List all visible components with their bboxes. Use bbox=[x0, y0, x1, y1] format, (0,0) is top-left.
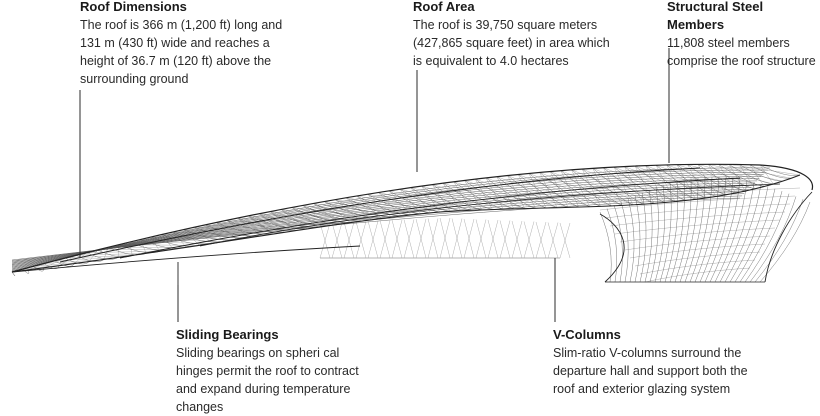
roof-band bbox=[60, 168, 700, 262]
callout-title: V-Columns bbox=[553, 326, 768, 344]
callout-text: Sliding bearings on spheri cal hinges pe… bbox=[176, 344, 391, 416]
callout-v-columns: V-Columns Slim-ratio V-columns surround … bbox=[553, 326, 768, 398]
lattice-line bbox=[750, 196, 796, 282]
roof-band bbox=[120, 178, 740, 258]
callout-text: Slim-ratio V-columns surround the depart… bbox=[553, 344, 768, 398]
roof-lattice bbox=[12, 164, 810, 282]
callout-text: The roof is 366 m (1,200 ft) long and 13… bbox=[80, 16, 295, 88]
lattice-line bbox=[12, 272, 15, 276]
lattice-line bbox=[610, 212, 785, 226]
roof-edge-left bbox=[12, 246, 360, 272]
lattice-line bbox=[745, 194, 789, 282]
lattice-line bbox=[730, 186, 768, 282]
callout-title: Roof Area bbox=[413, 0, 628, 16]
callout-text: The roof is 39,750 square meters (427,86… bbox=[413, 16, 628, 70]
lattice-line bbox=[12, 194, 744, 262]
callout-title: Sliding Bearings bbox=[176, 326, 391, 344]
lattice-line bbox=[720, 182, 754, 282]
lattice-line bbox=[497, 177, 579, 208]
callout-title: Structural Steel Members bbox=[667, 0, 817, 34]
cone-edge-right bbox=[765, 192, 812, 282]
roof-lattice-light bbox=[12, 164, 800, 282]
lattice-line bbox=[635, 195, 640, 282]
callout-structural-steel: Structural Steel Members 11,808 steel me… bbox=[667, 0, 817, 70]
roof-eave bbox=[12, 175, 800, 272]
lattice-line bbox=[518, 174, 601, 206]
lattice-line bbox=[12, 174, 764, 269]
callout-title: Roof Dimensions bbox=[80, 0, 295, 16]
callout-roof-dimensions: Roof Dimensions The roof is 366 m (1,200… bbox=[80, 0, 295, 88]
callout-text: 11,808 steel members comprise the roof s… bbox=[667, 34, 817, 70]
lattice-line bbox=[635, 252, 760, 266]
callout-sliding-bearings: Sliding Bearings Sliding bearings on sph… bbox=[176, 326, 391, 416]
callout-roof-area: Roof Area The roof is 39,750 square mete… bbox=[413, 0, 628, 70]
lattice-line bbox=[507, 176, 589, 207]
lattice-line bbox=[600, 212, 611, 282]
